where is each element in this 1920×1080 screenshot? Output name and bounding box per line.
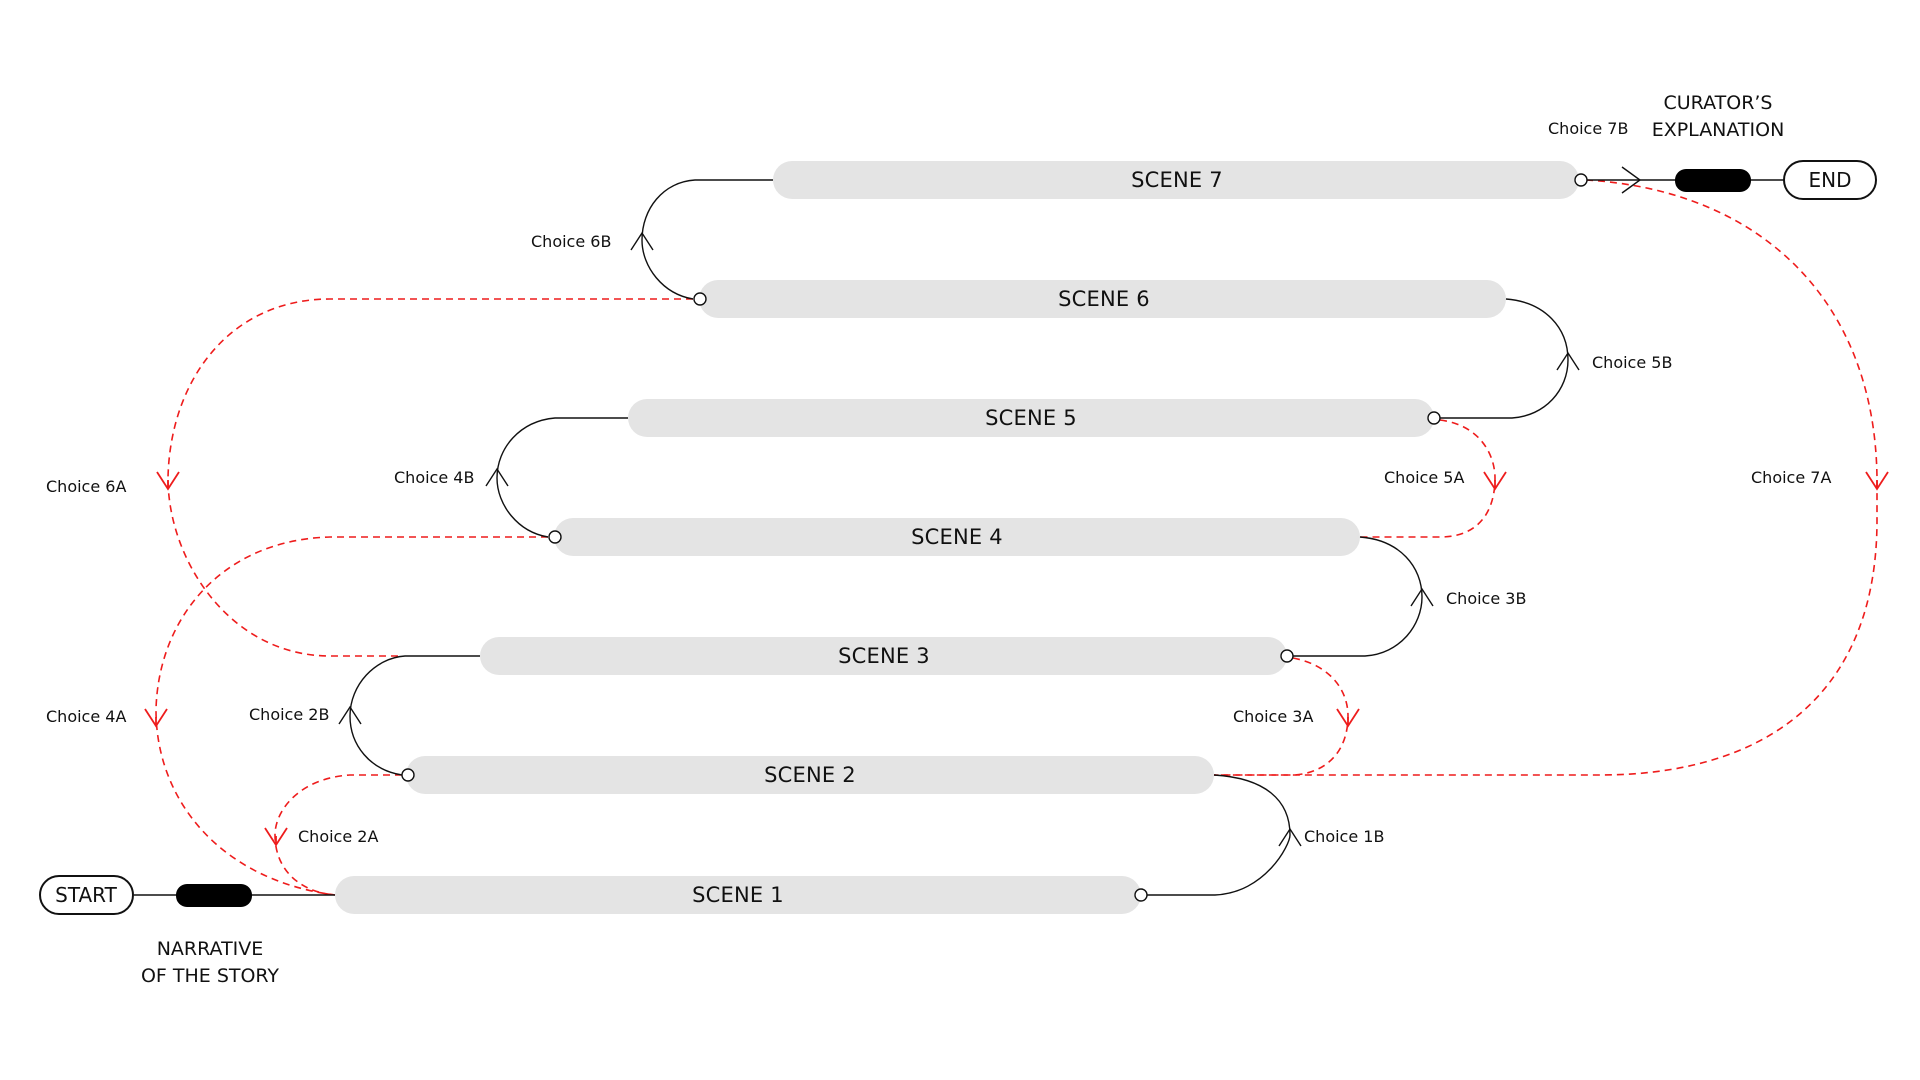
scene-bar-5[interactable]: [628, 399, 1434, 437]
arrow-down-icon: [264, 827, 288, 847]
choice-label-1b: Choice 1B: [1304, 827, 1384, 846]
arrow-up-icon: [1410, 587, 1434, 607]
choice-label-7a: Choice 7A: [1751, 468, 1831, 487]
arrow-up-icon: [338, 705, 362, 725]
end-label: END: [1809, 168, 1852, 192]
alt-paths: [155, 179, 1878, 896]
choice-label-6a: Choice 6A: [46, 477, 126, 496]
arrow-down-icon: [1336, 708, 1360, 728]
start-label: START: [55, 883, 117, 907]
scene-label-3: SCENE 3: [838, 644, 930, 668]
scene-bar-1[interactable]: [335, 876, 1141, 914]
path-choice-2b[interactable]: [349, 655, 480, 776]
choice-label-7b: Choice 7B: [1548, 119, 1628, 138]
decision-node-scene1[interactable]: [1134, 888, 1148, 902]
arrow-down-icon: [144, 708, 168, 728]
scene-bar-4[interactable]: [554, 518, 1360, 556]
arrow-up-icon: [1278, 827, 1302, 847]
curator-bar[interactable]: [1675, 169, 1751, 192]
main-paths: [134, 179, 1785, 896]
choice-label-6b: Choice 6B: [531, 232, 611, 251]
choice-label-5a: Choice 5A: [1384, 468, 1464, 487]
decision-node-scene5[interactable]: [1427, 411, 1441, 425]
path-choice-4b[interactable]: [496, 417, 628, 538]
path-choice-3b[interactable]: [1293, 536, 1423, 657]
decision-node-scene3[interactable]: [1280, 649, 1294, 663]
choice-label-3b: Choice 3B: [1446, 589, 1526, 608]
arrow-up-icon: [630, 231, 654, 251]
choice-label-5b: Choice 5B: [1592, 353, 1672, 372]
start-terminal[interactable]: START: [39, 875, 134, 915]
choice-label-4b: Choice 4B: [394, 468, 474, 487]
scene-label-5: SCENE 5: [985, 406, 1077, 430]
decision-nodes: [401, 173, 1588, 902]
scene-bar-2[interactable]: [406, 756, 1214, 794]
scene-bar-3[interactable]: [480, 637, 1287, 675]
decision-node-scene4[interactable]: [548, 530, 562, 544]
scene-label-2: SCENE 2: [764, 763, 856, 787]
path-choice-2a[interactable]: [274, 774, 402, 896]
path-choice-3a[interactable]: [1214, 657, 1349, 776]
alt-arrowheads: [144, 471, 1889, 847]
narrative-caption-line2: OF THE STORY: [141, 965, 279, 987]
arrow-down-icon: [1483, 471, 1507, 491]
choice-label-3a: Choice 3A: [1233, 707, 1313, 726]
arrow-up-icon: [1556, 351, 1580, 371]
scene-label-7: SCENE 7: [1131, 168, 1223, 192]
main-arrowheads: [338, 166, 1642, 847]
path-choice-1b[interactable]: [1147, 774, 1291, 896]
end-terminal[interactable]: END: [1783, 160, 1877, 200]
narrative-bar[interactable]: [176, 884, 252, 907]
scene-label-4: SCENE 4: [911, 525, 1003, 549]
choice-label-2b: Choice 2B: [249, 705, 329, 724]
narrative-caption-line1: NARRATIVE: [157, 938, 264, 960]
scene-bar-6[interactable]: [699, 280, 1506, 318]
decision-node-scene2[interactable]: [401, 768, 415, 782]
decision-node-scene6[interactable]: [693, 292, 707, 306]
arrow-up-icon: [485, 467, 509, 487]
scene-label-1: SCENE 1: [692, 883, 784, 907]
decision-node-scene7[interactable]: [1574, 173, 1588, 187]
arrow-down-icon: [1865, 471, 1889, 491]
arrow-right-icon: [1621, 166, 1642, 194]
path-choice-6a[interactable]: [167, 298, 693, 657]
path-choice-5a[interactable]: [1360, 419, 1496, 538]
path-choice-6b[interactable]: [641, 179, 773, 300]
choice-label-2a: Choice 2A: [298, 827, 378, 846]
choice-label-4a: Choice 4A: [46, 707, 126, 726]
arrow-down-icon: [156, 471, 180, 491]
scene-bar-7[interactable]: [773, 161, 1579, 199]
path-choice-5b[interactable]: [1440, 298, 1569, 419]
scene-bars: [335, 161, 1579, 914]
curator-caption-line2: EXPLANATION: [1652, 119, 1785, 141]
path-choice-7a[interactable]: [1214, 179, 1878, 776]
curator-caption-line1: CURATOR’S: [1664, 92, 1773, 114]
scene-label-6: SCENE 6: [1058, 287, 1150, 311]
